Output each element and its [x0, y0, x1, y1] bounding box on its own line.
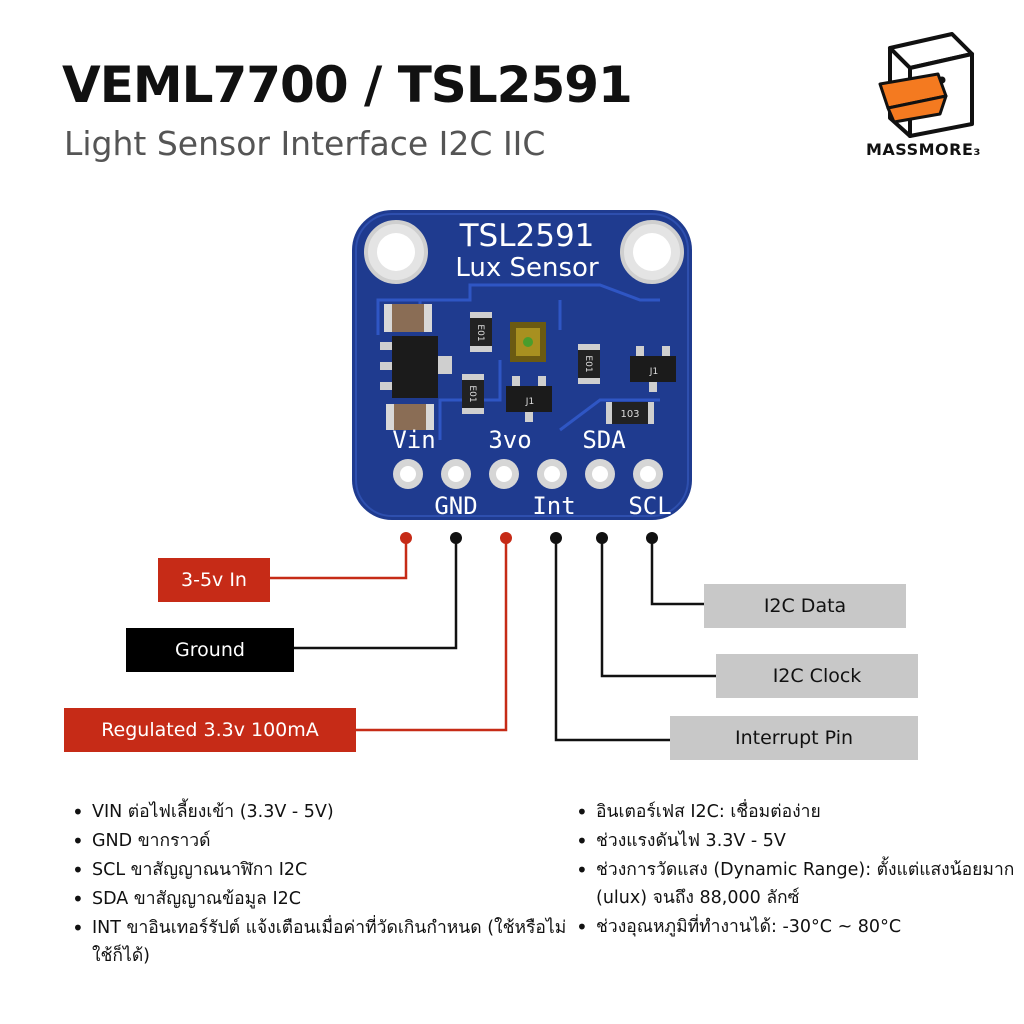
resistor-4: 103: [606, 402, 654, 424]
mounting-hole-right: [620, 220, 684, 284]
silk-sda: SDA: [582, 426, 626, 454]
board-subname: Lux Sensor: [455, 253, 599, 283]
silk-gnd: GND: [434, 492, 477, 520]
leader-gnd: [294, 532, 462, 650]
spec-list-pins: VIN ต่อไฟเลี้ยงเข้า (3.3V - 5V) GND ขากร…: [68, 798, 572, 971]
silk-3vo: 3vo: [488, 426, 531, 454]
board-name: TSL2591: [459, 218, 595, 254]
silk-scl: SCL: [628, 492, 671, 520]
resistor-3-code: E01: [583, 355, 593, 372]
spec-item: ช่วงการวัดแสง (Dynamic Range): ตั้งแต่แส…: [576, 856, 1024, 912]
label-3vo: Regulated 3.3v 100mA: [64, 708, 356, 752]
resistor-4-code: 103: [620, 409, 639, 420]
spec-item: SDA ขาสัญญาณข้อมูล I2C: [72, 885, 572, 913]
capacitor-top: [384, 304, 432, 332]
label-scl: I2C Data: [704, 584, 906, 628]
resistor-1-code: E01: [475, 324, 485, 341]
leader-3vo: [356, 532, 512, 732]
spec-item: GND ขากราวด์: [72, 827, 572, 855]
resistor-2: E01: [462, 374, 484, 414]
capacitor-bottom: [386, 404, 434, 430]
spec-item: VIN ต่อไฟเลี้ยงเข้า (3.3V - 5V): [72, 798, 572, 826]
duck-box-logo-icon: [878, 32, 974, 138]
spec-item: ช่วงอุณหภูมิที่ทำงานได้: -30°C ~ 80°C: [576, 913, 1024, 941]
resistor-1: E01: [470, 312, 492, 352]
page-subtitle: Light Sensor Interface I2C IIC: [64, 124, 546, 163]
spec-item: ช่วงแรงดันไฟ 3.3V - 5V: [576, 827, 1024, 855]
page-title: VEML7700 / TSL2591: [62, 56, 633, 114]
pin-pad-3vo: [489, 459, 519, 489]
mosfet-2: J1: [630, 346, 676, 392]
resistor-2-code: E01: [467, 385, 477, 402]
tsl2591-sensor-chip: [510, 322, 546, 362]
pin-pad-vin: [393, 459, 423, 489]
mosfet-1-code: J1: [525, 397, 534, 407]
pinout-diagram: TSL2591 Lux Sensor E01: [270, 210, 716, 742]
pcb-board: TSL2591 Lux Sensor E01: [352, 210, 692, 520]
pin-pad-sda: [585, 459, 615, 489]
label-sda: I2C Clock: [716, 654, 918, 698]
mounting-hole-left: [364, 220, 428, 284]
leader-vin: [270, 532, 412, 580]
spec-item: INT ขาอินเทอร์รัปต์ แจ้งเตือนเมื่อค่าที่…: [72, 914, 572, 970]
spec-item: อินเตอร์เฟส I2C: เชื่อมต่อง่าย: [576, 798, 1024, 826]
leader-int: [550, 532, 670, 742]
spec-list-features: อินเตอร์เฟส I2C: เชื่อมต่อง่าย ช่วงแรงดั…: [572, 798, 1024, 942]
silk-vin: Vin: [392, 426, 435, 454]
label-int: Interrupt Pin: [670, 716, 918, 760]
pin-pad-scl: [633, 459, 663, 489]
mosfet-1: J1: [506, 376, 552, 422]
regulator-chip: [380, 336, 452, 398]
mosfet-2-code: J1: [649, 367, 658, 377]
spec-item: SCL ขาสัญญาณนาฬิกา I2C: [72, 856, 572, 884]
label-vin: 3-5v In: [158, 558, 270, 602]
label-gnd: Ground: [126, 628, 294, 672]
brand-name: MASSMORE₃: [866, 140, 981, 159]
pin-pad-int: [537, 459, 567, 489]
resistor-3: E01: [578, 344, 600, 384]
leader-sda: [596, 532, 716, 678]
pin-pad-gnd: [441, 459, 471, 489]
leader-scl: [646, 532, 704, 606]
silk-int: Int: [532, 492, 575, 520]
